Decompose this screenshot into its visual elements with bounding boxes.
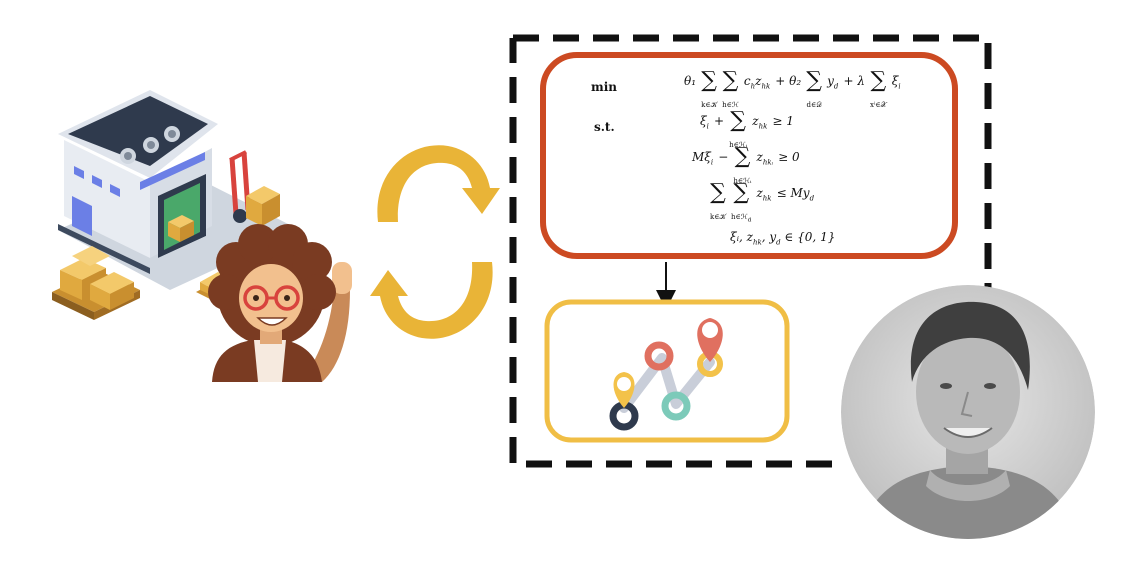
dashed-frame: [509, 34, 992, 468]
hand-truck-icon: [229, 150, 280, 226]
constraint-binary: ξᵢ, zhk, yd ∈ {0, 1}: [730, 230, 836, 247]
model-box: [540, 52, 958, 259]
constraints-label: s.t.: [594, 120, 615, 134]
waving-person-icon: [208, 224, 352, 382]
objective-label: min: [591, 80, 617, 94]
portrait-photo: [841, 285, 1095, 539]
route-map-icon: [609, 318, 723, 431]
warehouse-icon: [58, 90, 300, 290]
constraint-coverage: ξi + ∑h∈ℋᵢ zhk ≥ 1: [700, 108, 794, 150]
constraint-capacity: ∑k∈𝒦 ∑h∈ℋd zhk ≤ Myd: [710, 180, 815, 224]
constraint-bigm: Mξi − ∑h∈ℋᵢ zhkᵢ ≥ 0: [692, 144, 800, 186]
objective-function: θ₁ ∑k∈𝒦 ∑h∈ℋ chzhk + θ₂ ∑d∈𝒟 yd + λ ∑xⁱ∈…: [684, 68, 901, 110]
cycle-arrows-icon: [370, 145, 500, 339]
